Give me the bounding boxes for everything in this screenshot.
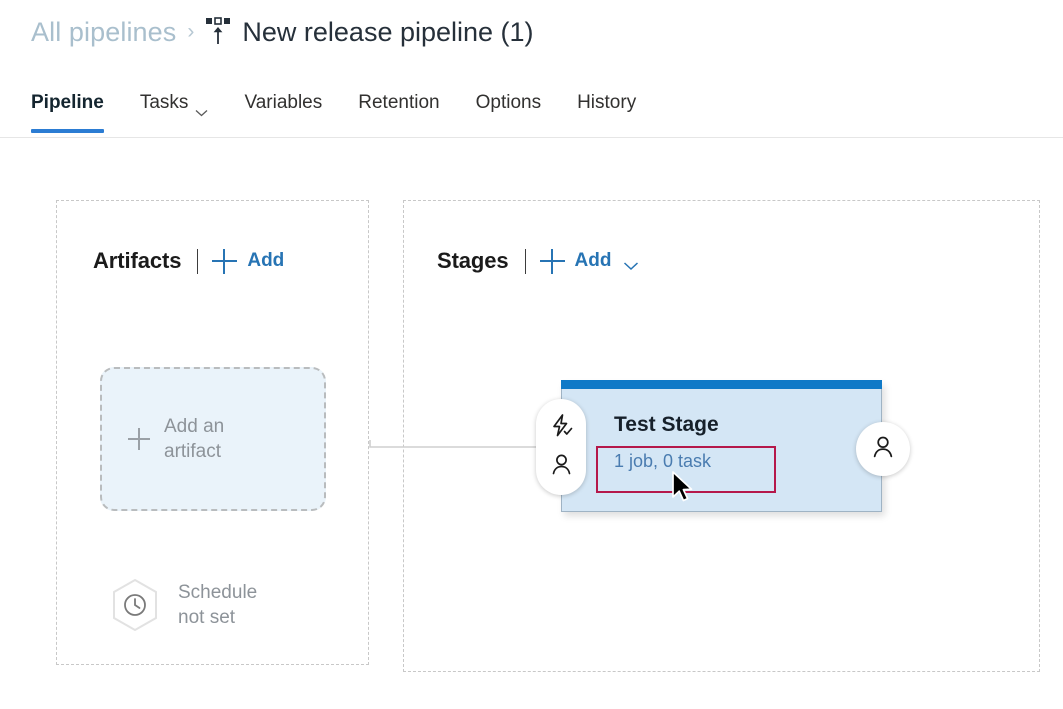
tab-tasks[interactable]: Tasks	[139, 84, 209, 116]
schedule-label: Schedule not set	[178, 582, 258, 628]
tab-retention-label: Retention	[358, 92, 440, 113]
artifacts-header: Artifacts Add	[93, 248, 284, 274]
header-divider	[524, 248, 526, 274]
pre-deployment-conditions-button[interactable]	[536, 399, 586, 495]
tab-options[interactable]: Options	[476, 84, 541, 114]
tab-pipeline-label: Pipeline	[31, 92, 104, 113]
stage-status-bar	[561, 380, 882, 389]
breadcrumb: All pipelines › New release pipeline (1)	[31, 10, 534, 54]
chevron-down-icon[interactable]	[623, 258, 639, 270]
breadcrumb-current: New release pipeline (1)	[205, 16, 534, 48]
stages-panel: Stages Add	[403, 200, 1040, 672]
stage-jobs-tasks-link[interactable]: 1 job, 0 task	[614, 451, 712, 471]
add-an-artifact-card[interactable]: Add an artifact	[100, 367, 326, 511]
person-icon	[549, 452, 574, 482]
tab-bar: Pipeline Tasks Variables Retention Optio…	[0, 84, 1063, 138]
artifacts-panel: Artifacts Add	[56, 200, 369, 665]
plus-icon[interactable]	[212, 248, 238, 274]
stages-header: Stages Add	[437, 248, 639, 274]
stage-card-test-stage[interactable]: Test Stage 1 job, 0 task	[561, 380, 882, 512]
stage-name-label: Test Stage	[614, 413, 719, 436]
tab-history[interactable]: History	[577, 84, 636, 114]
tab-history-label: History	[577, 92, 637, 113]
clock-icon	[108, 578, 162, 632]
plus-icon	[128, 428, 150, 450]
post-deployment-conditions-button[interactable]	[856, 422, 910, 476]
chevron-down-icon	[195, 101, 208, 116]
add-stage-button[interactable]: Add	[574, 250, 612, 271]
plus-icon[interactable]	[539, 248, 565, 274]
tab-options-label: Options	[475, 92, 542, 113]
add-artifact-button[interactable]: Add	[247, 250, 285, 271]
tab-variables-label: Variables	[244, 92, 323, 113]
artifacts-title: Artifacts	[93, 248, 182, 273]
person-icon	[870, 434, 896, 465]
schedule-row[interactable]: Schedule not set	[108, 578, 257, 632]
header-divider	[197, 248, 199, 274]
tab-tasks-label: Tasks	[139, 92, 189, 113]
breadcrumb-all-pipelines-link[interactable]: All pipelines	[31, 16, 177, 47]
release-pipeline-icon	[205, 17, 231, 47]
tab-variables[interactable]: Variables	[244, 84, 322, 114]
page-title: New release pipeline (1)	[242, 16, 534, 47]
tab-pipeline[interactable]: Pipeline	[31, 84, 104, 133]
breadcrumb-separator: ›	[187, 19, 195, 43]
tab-retention[interactable]: Retention	[358, 84, 439, 114]
stages-title: Stages	[437, 248, 509, 273]
artifact-stage-connector	[369, 440, 539, 448]
lightning-check-icon	[549, 413, 574, 443]
add-an-artifact-label: Add an artifact	[164, 416, 225, 462]
